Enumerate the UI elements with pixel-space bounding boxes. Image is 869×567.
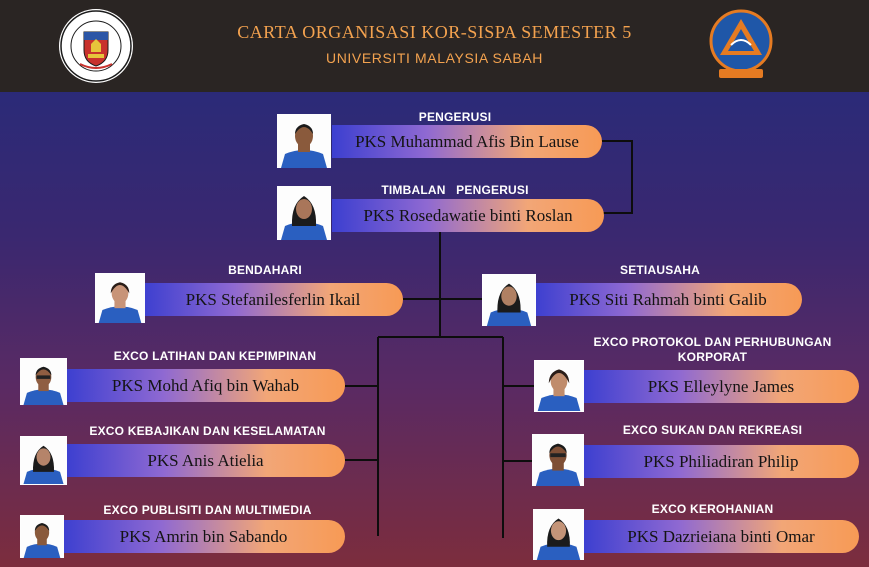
- name-exco-kerohanian: PKS Dazrieiana binti Omar: [583, 520, 859, 553]
- role-exco-publisiti: EXCO PUBLISITI DAN MULTIMEDIA: [103, 503, 312, 517]
- photo-exco-kebajikan: [20, 436, 67, 485]
- name-exco-kebajikan: PKS Anis Atielia: [66, 444, 345, 477]
- photo-exco-latihan: [20, 358, 67, 405]
- name-timbalan-pengerusi: PKS Rosedawatie binti Roslan: [332, 199, 604, 232]
- name-exco-protokol: PKS Elleylyne James: [583, 370, 859, 403]
- role-pengerusi: PENGERUSI: [418, 110, 492, 124]
- photo-exco-kerohanian: [533, 509, 584, 560]
- chart-subtitle: UNIVERSITI MALAYSIA SABAH: [325, 50, 544, 66]
- photo-setiausaha: [482, 274, 536, 326]
- university-logo: [58, 8, 134, 84]
- role-exco-kerohanian: EXCO KEROHANIAN: [651, 502, 774, 516]
- chart-background: [0, 92, 869, 567]
- name-setiausaha: PKS Siti Rahmah binti Galib: [534, 283, 802, 316]
- photo-exco-publisiti: [20, 515, 64, 558]
- role-exco-latihan: EXCO LATIHAN DAN KEPIMPINAN: [113, 349, 317, 363]
- photo-bendahari: [95, 273, 145, 323]
- name-bendahari: PKS Stefanilesferlin Ikail: [143, 283, 403, 316]
- role-exco-kebajikan: EXCO KEBAJIKAN DAN KESELAMATAN: [89, 424, 326, 438]
- role-setiausaha: SETIAUSAHA: [619, 263, 700, 277]
- name-exco-latihan: PKS Mohd Afiq bin Wahab: [66, 369, 345, 402]
- photo-exco-protokol: [534, 360, 584, 412]
- name-pengerusi: PKS Muhammad Afis Bin Lause: [332, 125, 602, 158]
- photo-pengerusi: [277, 114, 331, 168]
- photo-exco-sukan: [532, 434, 584, 486]
- role-timbalan-pengerusi: TIMBALAN PENGERUSI: [381, 183, 529, 197]
- civil-defence-logo: [709, 9, 773, 83]
- role-bendahari: BENDAHARI: [228, 263, 302, 277]
- photo-timbalan-pengerusi: [277, 186, 331, 240]
- name-exco-sukan: PKS Philiadiran Philip: [583, 445, 859, 478]
- role-exco-protokol: EXCO PROTOKOL DAN PERHUBUNGAN KORPORAT: [593, 335, 832, 364]
- chart-title: CARTA ORGANISASI KOR-SISPA SEMESTER 5: [237, 22, 632, 42]
- name-exco-publisiti: PKS Amrin bin Sabando: [62, 520, 345, 553]
- role-exco-sukan: EXCO SUKAN DAN REKREASI: [622, 423, 803, 437]
